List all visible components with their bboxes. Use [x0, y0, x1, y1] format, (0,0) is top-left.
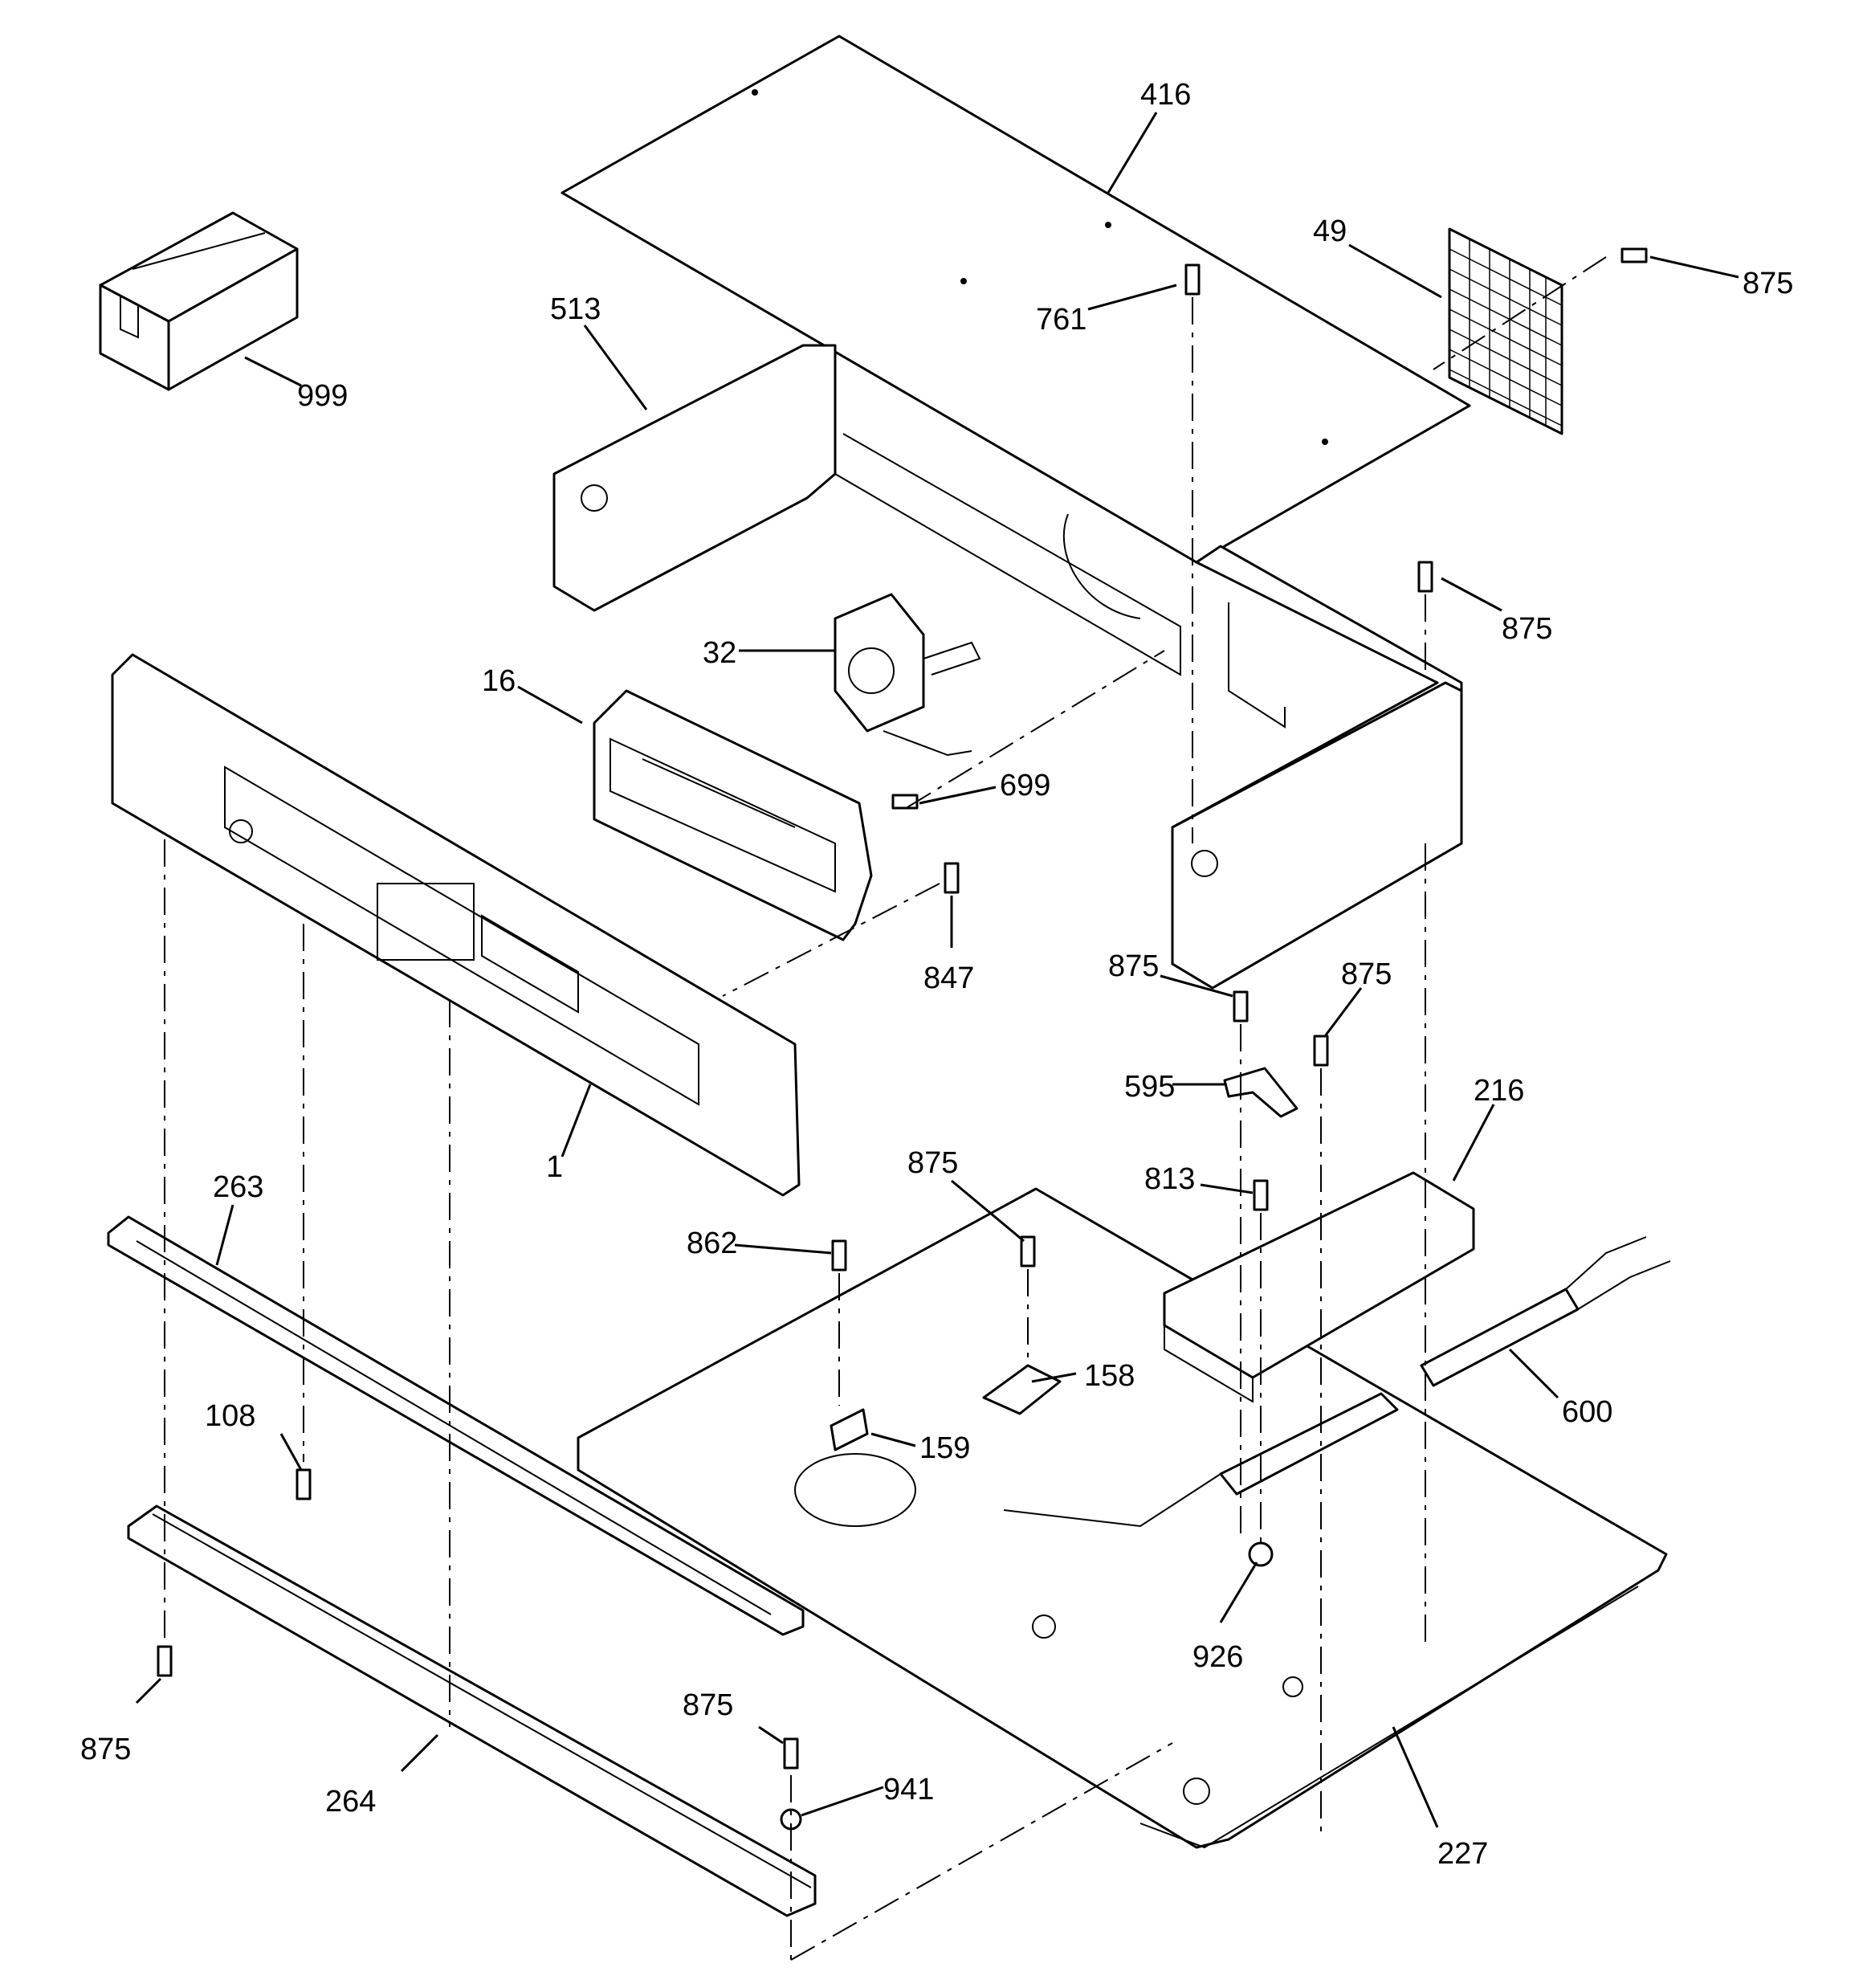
callout-263: 263 [213, 1170, 263, 1204]
part-595-clip [1223, 1067, 1298, 1118]
part-216-bracket [1163, 1171, 1475, 1403]
callout-264: 264 [325, 1785, 376, 1819]
callout-16: 16 [482, 664, 516, 698]
part-513-side-wrapper [552, 344, 1463, 990]
callout-875: 875 [80, 1733, 131, 1766]
callout-159: 159 [919, 1431, 970, 1465]
callout-699: 699 [1000, 769, 1050, 802]
callout-108: 108 [205, 1399, 255, 1433]
part-264-bottom-channel [127, 1504, 817, 1917]
callout-862: 862 [687, 1227, 737, 1260]
part-600-element [1003, 1236, 1671, 1528]
callout-158: 158 [1084, 1359, 1135, 1393]
part-1-control-panel [111, 653, 801, 1197]
callout-595: 595 [1124, 1070, 1175, 1104]
callout-999: 999 [297, 379, 348, 413]
callout-761: 761 [1036, 303, 1086, 337]
screws [157, 247, 1648, 1770]
callout-875: 875 [1743, 267, 1793, 300]
callout-875: 875 [907, 1146, 958, 1180]
callout-875: 875 [683, 1688, 733, 1722]
part-32-fan [834, 593, 981, 757]
callout-926: 926 [1192, 1640, 1243, 1674]
part-416-top-cover [561, 35, 1471, 564]
callout-600: 600 [1562, 1395, 1612, 1429]
part-263-trim [107, 1215, 805, 1636]
callout-216: 216 [1474, 1074, 1524, 1108]
callout-875: 875 [1108, 949, 1159, 983]
callout-49: 49 [1313, 214, 1347, 248]
callout-513: 513 [550, 292, 601, 326]
callout-875: 875 [1341, 957, 1392, 991]
part-926-washer [1248, 1541, 1274, 1567]
part-16-control-board [593, 689, 873, 941]
leader-lines [135, 112, 1739, 1828]
callout-416: 416 [1140, 78, 1191, 112]
assembly-lines [164, 256, 1607, 1961]
part-158-thermostat [982, 1364, 1062, 1415]
callout-32: 32 [703, 636, 736, 670]
part-159-sensor [794, 1408, 916, 1527]
part-999-kit-box [99, 211, 299, 391]
callout-875: 875 [1502, 612, 1552, 646]
part-227-base-pan [577, 1187, 1668, 1849]
callout-847: 847 [923, 961, 974, 995]
callout-941: 941 [883, 1773, 934, 1806]
callout-1: 1 [546, 1150, 563, 1184]
part-49-mesh-screen [1448, 227, 1563, 435]
callout-813: 813 [1144, 1162, 1195, 1196]
callout-labels: 416 49 875 513 761 999 875 32 16 699 847… [80, 78, 1793, 1871]
callout-227: 227 [1437, 1837, 1488, 1871]
